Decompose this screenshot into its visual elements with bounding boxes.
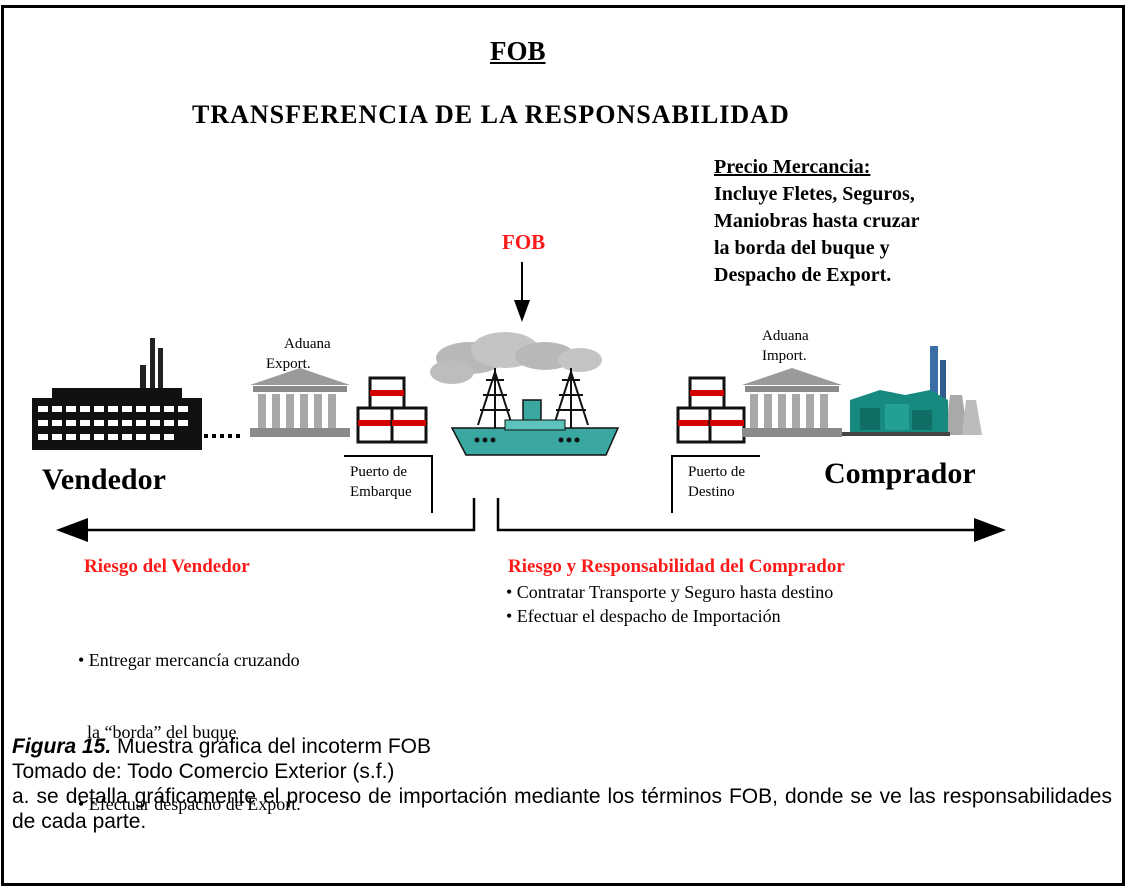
barrels-import-icon (676, 376, 746, 444)
price-heading: Precio Mercancia: (714, 156, 871, 178)
seller-risk-heading: Riesgo del Vendedor (84, 556, 250, 577)
port-shipping-line: Embarque (350, 484, 412, 500)
figure-caption: Figura 15. Muestra gráfica del incoterm … (12, 734, 1112, 834)
caption-description: a. se detalla gráficamente el proceso de… (12, 785, 1112, 833)
port-destination-line: Destino (688, 484, 735, 500)
customs-building-import-icon (742, 368, 842, 437)
ship-icon (430, 332, 620, 456)
buyer-label: Comprador (824, 457, 976, 490)
buyer-risk-heading: Riesgo y Responsabilidad del Comprador (508, 556, 845, 577)
price-line: Maniobras hasta cruzar (714, 210, 920, 232)
seller-risk-list: • Entregar mercancía cruzando la “borda”… (78, 600, 301, 840)
customs-import-line: Import. (762, 348, 807, 364)
figure-frame (1, 5, 1125, 886)
customs-export-line: Aduana (284, 336, 331, 352)
port-brackets (344, 455, 760, 513)
price-line: la borda del buque y (714, 237, 890, 259)
caption-title-line: Figura 15. Muestra gráfica del incoterm … (12, 734, 1112, 759)
price-box: Precio Mercancia: Incluye Fletes, Seguro… (714, 154, 920, 289)
diagram-title: FOB (490, 36, 546, 66)
customs-export-label: Aduana Export. (266, 334, 331, 374)
port-shipping-line: Puerto de (350, 464, 408, 480)
buyer-risk-item: • Efectuar el despacho de Importación (506, 606, 781, 626)
seller-risk-item: la “borda” del buque (78, 722, 237, 742)
figure-label: Figura 15. (12, 735, 112, 758)
port-destination-label: Puerto de Destino (688, 462, 745, 502)
buyer-risk-list: • Contratar Transporte y Seguro hasta de… (506, 580, 833, 628)
customs-export-line: Export. (266, 356, 311, 372)
customs-building-export-icon (250, 368, 350, 437)
price-line: Incluye Fletes, Seguros, (714, 183, 915, 205)
industrial-plant-icon (842, 346, 982, 436)
port-shipping-label: Puerto de Embarque (350, 462, 412, 502)
factory-icon (32, 338, 240, 450)
figure-text: Muestra gráfica del incoterm FOB (111, 735, 431, 758)
seller-label: Vendedor (42, 463, 166, 496)
customs-import-line: Aduana (762, 328, 809, 344)
buyer-risk-arrow (974, 518, 1006, 542)
fob-down-arrow (514, 262, 530, 322)
buyer-risk-item: • Contratar Transporte y Seguro hasta de… (506, 582, 834, 602)
seller-risk-arrow (56, 518, 88, 542)
customs-import-label: Aduana Import. (760, 326, 809, 366)
fob-marker-label: FOB (502, 230, 546, 254)
price-line: Despacho de Export. (714, 264, 892, 286)
risk-split-lines (80, 498, 985, 532)
port-destination-line: Puerto de (688, 464, 746, 480)
diagram-subtitle: TRANSFERENCIA DE LA RESPONSABILIDAD (192, 100, 790, 129)
seller-risk-item: • Efectuar despacho de Export. (78, 794, 301, 814)
caption-source: Tomado de: Todo Comercio Exterior (s.f.) (12, 760, 395, 783)
seller-risk-item: • Entregar mercancía cruzando (78, 650, 300, 670)
barrels-export-icon (356, 376, 428, 444)
